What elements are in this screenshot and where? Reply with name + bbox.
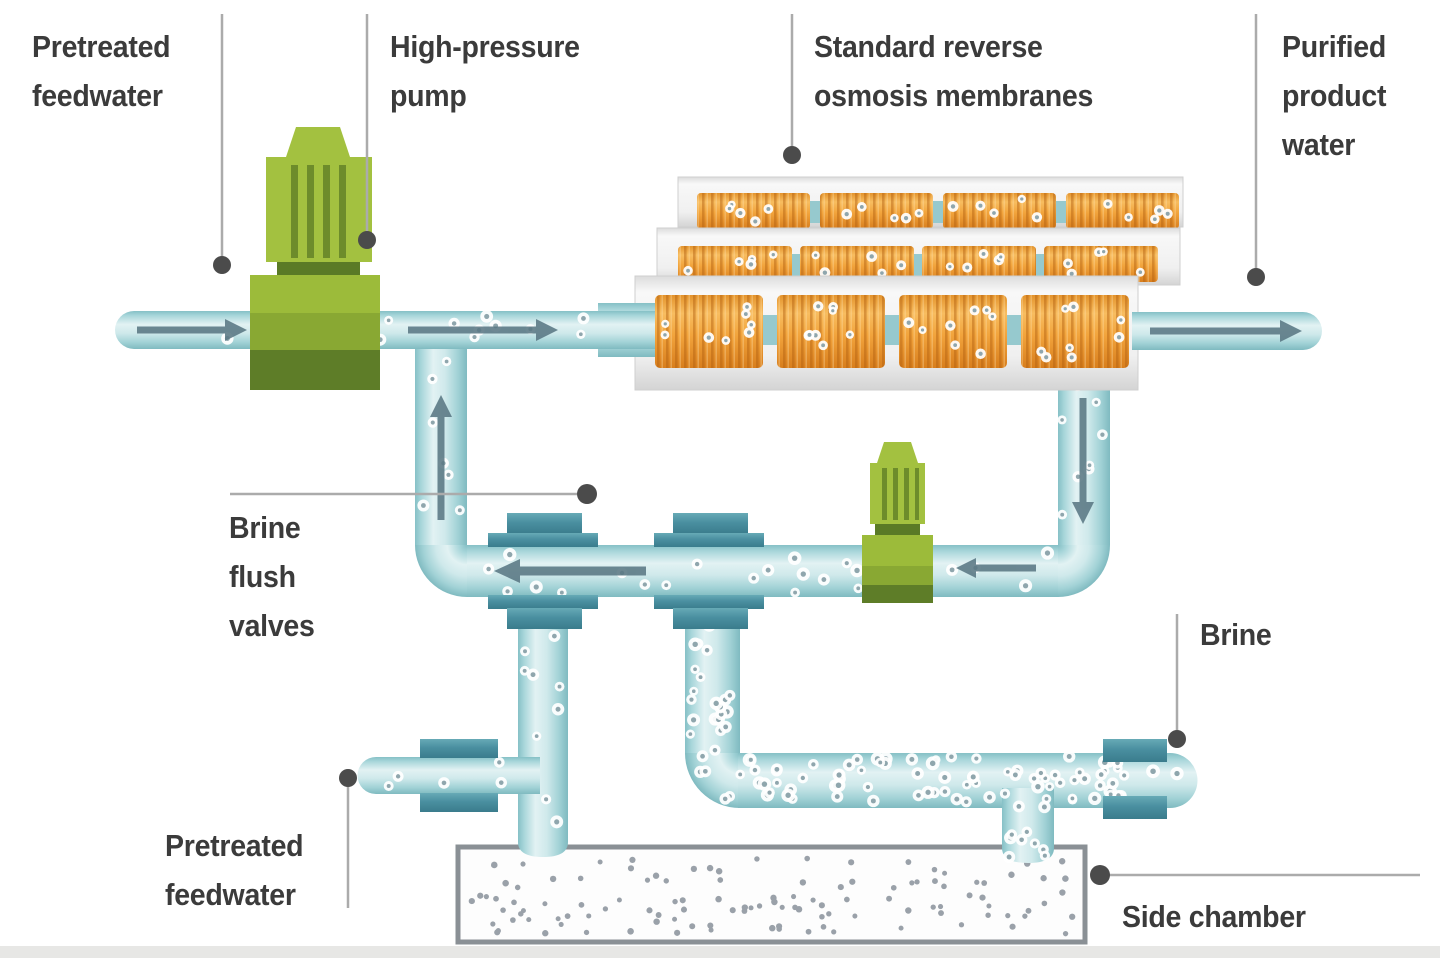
bubbles bbox=[694, 750, 1184, 864]
label-purified-product-water: Purified product water bbox=[1282, 29, 1387, 162]
membrane-outlet-down-pipe bbox=[1057, 372, 1110, 597]
flow-arrow-right-3 bbox=[1150, 320, 1302, 342]
flow-arrow-left-1 bbox=[494, 559, 646, 583]
purified-water-pipe bbox=[1132, 312, 1322, 350]
chamber-speckles bbox=[468, 855, 1076, 937]
leader-lines bbox=[220, 14, 1420, 908]
feedwater-bottom-pipe bbox=[357, 739, 540, 812]
feedwater-main-pipe bbox=[115, 303, 700, 357]
bubbles bbox=[660, 301, 1126, 363]
label-side-chamber: Side chamber bbox=[1122, 899, 1306, 934]
feedwater-bottom-valve bbox=[420, 739, 498, 812]
recirculation-up-pipe bbox=[415, 338, 467, 597]
brine-flush-valve-1 bbox=[488, 513, 598, 629]
brine-down-pipe bbox=[685, 600, 740, 808]
label-pretreated-feedwater-top: Pretreated feedwater bbox=[32, 29, 171, 113]
bubbles bbox=[725, 194, 1173, 227]
brine-valve bbox=[1103, 739, 1167, 819]
label-ro-membranes: Standard reverse osmosis membranes bbox=[814, 29, 1094, 113]
label-brine: Brine bbox=[1200, 617, 1272, 652]
bubbles bbox=[683, 247, 1145, 279]
circulation-pump bbox=[862, 442, 933, 603]
flow-arrow-down bbox=[1072, 398, 1094, 524]
membrane-rack-back-row bbox=[677, 176, 1184, 229]
flow-arrow-left-2 bbox=[956, 558, 1036, 578]
flow-arrow-up bbox=[430, 395, 452, 520]
bubbles bbox=[519, 630, 565, 829]
recirculation-middle-pipe bbox=[467, 545, 1058, 598]
side-chamber bbox=[455, 844, 1088, 945]
label-pretreated-feedwater-bottom: Pretreated feedwater bbox=[165, 828, 304, 912]
figure-bottom-edge bbox=[0, 946, 1440, 958]
label-high-pressure-pump: High-pressure pump bbox=[390, 29, 580, 113]
brine-bottom-pipe bbox=[694, 739, 1198, 864]
brine-flush-valve-2 bbox=[654, 513, 764, 629]
flow-arrow-right-2 bbox=[408, 319, 558, 341]
high-pressure-pump bbox=[250, 127, 380, 390]
label-brine-flush-valves: Brine flush valves bbox=[229, 510, 315, 643]
bubbles bbox=[417, 356, 465, 516]
leader-dots bbox=[213, 146, 1265, 885]
membrane-modules-front bbox=[655, 295, 1129, 368]
flow-arrow-right-1 bbox=[137, 319, 247, 341]
flush-drain-pipe-left bbox=[518, 600, 568, 857]
bubbles bbox=[383, 757, 508, 792]
